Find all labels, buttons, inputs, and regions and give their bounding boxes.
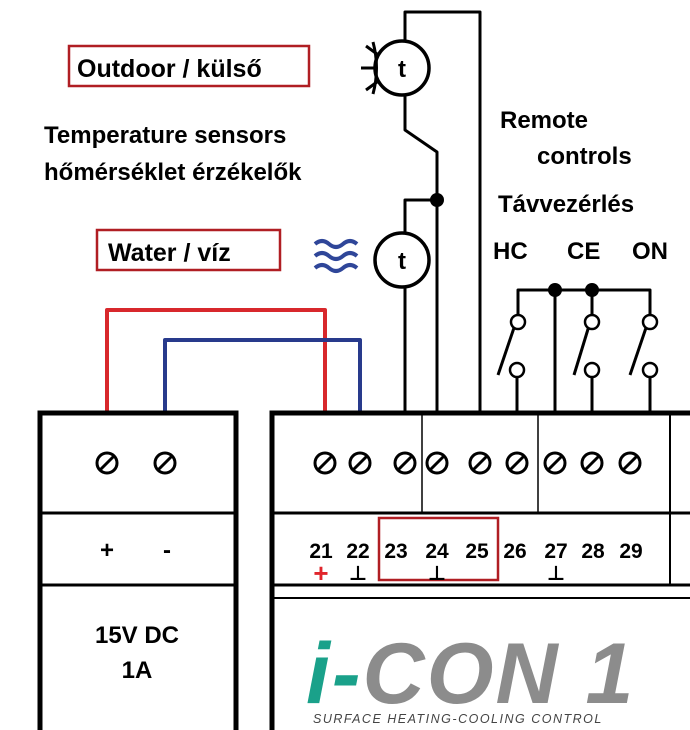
remote-heading-line1: Remote [500, 107, 588, 134]
screw-terminal-25 [468, 451, 492, 475]
sensors-heading-line1: Temperature sensors [44, 122, 286, 149]
terminal-21-plus-mark: + [313, 558, 328, 588]
junction-dots [430, 193, 599, 297]
screw-terminal-22 [348, 451, 372, 475]
screw-terminal-21 [313, 451, 337, 475]
terminal-number-21: 21 [309, 540, 333, 563]
power-minus-label: - [163, 537, 171, 564]
power-rating-line1: 15V DC [95, 622, 179, 649]
controller-module: 21 22 23 24 25 26 27 28 29 + ⊥ ⊥ ⊥ i-CON 1 SURFA… [269, 410, 690, 730]
screw-terminal-23 [393, 451, 417, 475]
terminal-24-ground-mark: ⊥ [428, 563, 446, 585]
blue-power-wire [163, 338, 362, 413]
outdoor-label-box [67, 44, 311, 88]
water-sensor-wire [403, 198, 437, 232]
product-logo: i-CON 1 [306, 626, 635, 722]
terminal-number-25: 25 [465, 540, 489, 563]
terminal-highlight-box [377, 516, 500, 582]
product-logo-prefix: i- [306, 626, 363, 722]
remote-label-hc: HC [493, 238, 528, 265]
remote-label-ce: CE [567, 238, 600, 265]
terminal-number-27: 27 [544, 540, 567, 563]
outdoor-label: Outdoor / külső [77, 55, 262, 83]
terminal-number-29: 29 [619, 540, 642, 563]
sensors-heading-line2: hőmérséklet érzékelők [44, 159, 302, 186]
terminal-numbers: 21 22 23 24 25 26 27 28 29 [309, 540, 642, 563]
terminal-number-28: 28 [581, 540, 605, 563]
water-sensor: t [313, 231, 431, 289]
remote-label-on: ON [632, 238, 668, 265]
product-logo-main: CON 1 [363, 626, 636, 722]
water-waves-icon [313, 239, 359, 273]
outdoor-sensor-wire [403, 10, 482, 413]
power-screw-terminals [95, 451, 177, 475]
outdoor-sensor: t [361, 39, 431, 97]
red-power-wire [105, 308, 327, 413]
power-plus-label: + [100, 537, 114, 564]
product-subtitle: SURFACE HEATING-COOLING CONTROL [313, 712, 603, 726]
outdoor-sensor-symbol: t [398, 56, 406, 83]
terminal-number-26: 26 [503, 540, 526, 563]
remote-heading-hu: Távvezérlés [498, 191, 634, 218]
switch-contacts [508, 313, 659, 379]
screw-terminal-27 [543, 451, 567, 475]
screw-terminal-29 [618, 451, 642, 475]
remote-heading-line2: controls [537, 143, 632, 170]
screw-terminal-26 [505, 451, 529, 475]
controller-screw-terminals [313, 451, 642, 475]
terminal-27-ground-mark: ⊥ [547, 563, 565, 585]
water-sensor-symbol: t [398, 248, 406, 275]
power-rating-line2: 1A [122, 657, 153, 684]
water-label-box [95, 228, 282, 272]
power-module: + - 15V DC 1A [37, 410, 239, 730]
terminal-number-24: 24 [425, 540, 449, 563]
terminal-number-22: 22 [346, 540, 369, 563]
water-label: Water / víz [108, 239, 231, 267]
screw-terminal-28 [580, 451, 604, 475]
remote-bus-wire [516, 288, 652, 316]
terminal-22-ground-mark: ⊥ [349, 563, 367, 585]
terminal-number-23: 23 [384, 540, 407, 563]
screw-terminal-24 [425, 451, 449, 475]
